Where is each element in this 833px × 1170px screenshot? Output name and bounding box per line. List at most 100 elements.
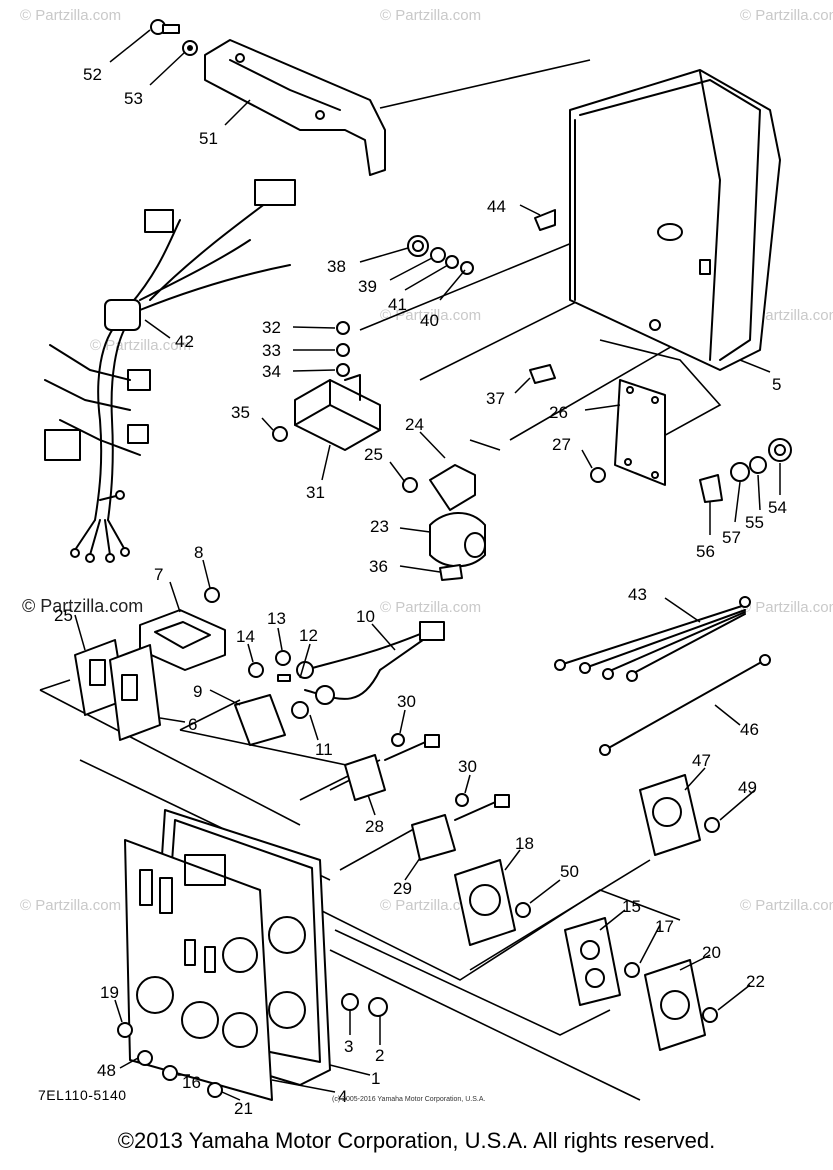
callout-17: 17 (655, 917, 674, 936)
callout-35: 35 (231, 403, 250, 422)
watermark-text: © Partzilla.com (20, 7, 121, 24)
callout-15: 15 (622, 897, 641, 916)
part-26-cover-plate (614, 379, 666, 486)
callout-44: 44 (487, 197, 506, 216)
callout-26: 26 (549, 403, 568, 422)
callout-18: 18 (515, 834, 534, 853)
part-29-switch (411, 794, 510, 861)
part-15-receptacle (564, 917, 621, 1006)
part-11-lamp (291, 685, 335, 719)
part-20-receptacle (644, 959, 706, 1051)
part-37-bolt (529, 364, 556, 384)
callout-29: 29 (393, 879, 412, 898)
part-32-screw (336, 321, 350, 335)
watermark-layer: © Partzilla.com © Partzilla.com © Partzi… (20, 7, 833, 914)
callout-8: 8 (194, 543, 203, 562)
callout-1: 1 (371, 1069, 380, 1088)
callout-49: 49 (738, 778, 757, 797)
callout-13: 13 (267, 609, 286, 628)
callout-50: 50 (560, 862, 579, 881)
diagram-reference-code: 7EL110-5140 (38, 1087, 127, 1103)
callout-56: 56 (696, 542, 715, 561)
part-31-mount-bracket (294, 374, 381, 451)
watermark-text: © Partzilla.com (20, 897, 121, 914)
callout-19: 19 (100, 983, 119, 1002)
part-24-bracket (429, 464, 476, 511)
callout-22: 22 (746, 972, 765, 991)
callout-55: 55 (745, 513, 764, 532)
callout-30: 30 (397, 692, 416, 711)
callout-5: 5 (772, 375, 781, 394)
callout-21: 21 (234, 1099, 253, 1118)
part-42-wire-harness (44, 179, 296, 563)
part-21-screw (207, 1082, 223, 1098)
callout-25: 25 (364, 445, 383, 464)
part-19-screw (117, 1022, 133, 1038)
callout-20: 20 (702, 943, 721, 962)
part-2-knob (368, 997, 388, 1017)
part-56-bolt (699, 474, 723, 503)
part-17-nut (624, 962, 640, 978)
callout-28: 28 (365, 817, 384, 836)
callout-leaders (74, 29, 781, 1101)
part-30-screw (455, 793, 469, 807)
callout-9: 9 (193, 682, 202, 701)
part-8-screw (204, 587, 220, 603)
callout-47: 47 (692, 751, 711, 770)
part-12-pin (277, 674, 291, 682)
part-35-screw (272, 426, 288, 442)
part-22-nut (702, 1007, 718, 1023)
part-14-nut (248, 662, 264, 678)
callout-46: 46 (740, 720, 759, 739)
part-51-bracket (204, 39, 386, 176)
callout-labels: 52 53 51 44 38 39 41 40 42 32 33 34 5 37… (54, 65, 787, 1118)
part-13-knob (275, 650, 291, 666)
watermark-text: © Partzilla.com (740, 7, 833, 24)
part-30-screw (391, 733, 405, 747)
part-4-panel-label (124, 839, 273, 1101)
callout-41: 41 (388, 295, 407, 314)
watermark-text: © Partzilla.com (90, 337, 191, 354)
callout-16: 16 (182, 1073, 201, 1092)
callout-27: 27 (552, 435, 571, 454)
callout-12: 12 (299, 626, 318, 645)
callout-33: 33 (262, 341, 281, 360)
callout-31: 31 (306, 483, 325, 502)
part-50-nut (515, 902, 531, 918)
part-44-label (534, 209, 556, 231)
callout-11: 11 (315, 740, 333, 759)
callout-57: 57 (722, 528, 741, 547)
part-23-capacitor (429, 512, 486, 568)
part-34-washer (336, 363, 350, 377)
callout-36: 36 (369, 557, 388, 576)
callout-4: 4 (338, 1087, 347, 1106)
part-39-nut (430, 247, 446, 263)
callout-38: 38 (327, 257, 346, 276)
part-27-screw (590, 467, 606, 483)
callout-25-breaker: 25 (54, 606, 73, 625)
callout-51: 51 (199, 129, 218, 148)
part-46-ground-lead (599, 654, 771, 756)
callout-7: 7 (154, 565, 163, 584)
watermark-text: © Partzilla.com (380, 599, 481, 616)
watermark-text: © Partzilla.com (740, 599, 833, 616)
watermark-text: © Partzilla.com (740, 897, 833, 914)
callout-40: 40 (420, 311, 439, 330)
part-25-screw (402, 477, 418, 493)
part-55-nut (749, 456, 767, 474)
part-38-knob (407, 235, 429, 257)
watermark-text: © Partzilla.com (380, 897, 481, 914)
part-5-control-box (569, 69, 781, 371)
part-54-grommet (768, 438, 792, 462)
copyright-notice: ©2013 Yamaha Motor Corporation, U.S.A. A… (117, 1128, 716, 1153)
callout-3: 3 (344, 1037, 353, 1056)
part-9-switch (234, 694, 286, 746)
part-47-receptacle (639, 774, 701, 856)
callout-52: 52 (83, 65, 102, 84)
part-28-switch (344, 734, 440, 801)
callout-2: 2 (375, 1046, 384, 1065)
small-credit-line: (c) 2005-2016 Yamaha Motor Corporation, … (332, 1096, 485, 1103)
callout-54: 54 (768, 498, 787, 517)
